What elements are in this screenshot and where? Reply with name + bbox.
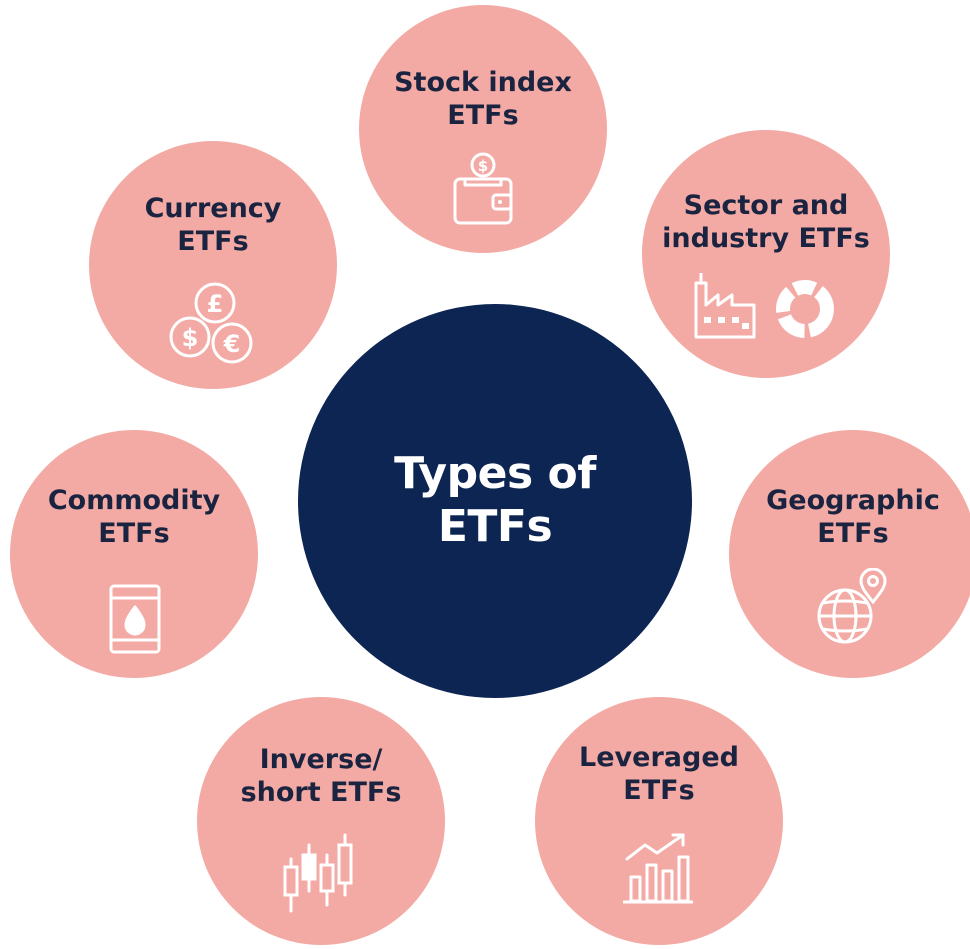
leveraged-label: Leveraged ETFs — [579, 742, 739, 806]
globe-pin-icon — [813, 568, 893, 648]
geographic-label: Geographic ETFs — [766, 485, 940, 549]
svg-text:€: € — [223, 330, 241, 358]
center-circle: Types of ETFs — [298, 304, 692, 698]
inverse-short-label: Inverse/ short ETFs — [240, 744, 402, 808]
geographic-circle: Geographic ETFs — [729, 430, 970, 678]
svg-text:$: $ — [182, 324, 199, 352]
leveraged-circle: Leveraged ETFs — [535, 697, 783, 945]
currency-circle: Currency ETFs £ $ € — [89, 141, 337, 389]
svg-text:£: £ — [207, 290, 224, 318]
sector-industry-label: Sector and industry ETFs — [662, 190, 870, 254]
commodity-circle: Commodity ETFs — [10, 430, 258, 678]
stock-index-label: Stock index ETFs — [394, 67, 572, 131]
factory-icon — [692, 273, 758, 339]
currency-label: Currency ETFs — [144, 193, 282, 257]
candlestick-icon — [281, 833, 361, 913]
donut-chart-icon — [774, 278, 836, 340]
currency-coins-icon: £ $ € — [169, 281, 259, 367]
commodity-label: Commodity ETFs — [47, 485, 221, 549]
svg-text:$: $ — [478, 157, 488, 175]
inverse-short-circle: Inverse/ short ETFs — [197, 697, 445, 945]
oil-barrel-icon — [105, 582, 165, 656]
center-title: Types of ETFs — [394, 448, 596, 552]
wallet-coin-icon: $ — [451, 151, 515, 227]
sector-industry-circle: Sector and industry ETFs — [642, 130, 890, 378]
stock-index-circle: Stock index ETFs $ — [359, 5, 607, 253]
bar-chart-trend-icon — [623, 833, 693, 905]
